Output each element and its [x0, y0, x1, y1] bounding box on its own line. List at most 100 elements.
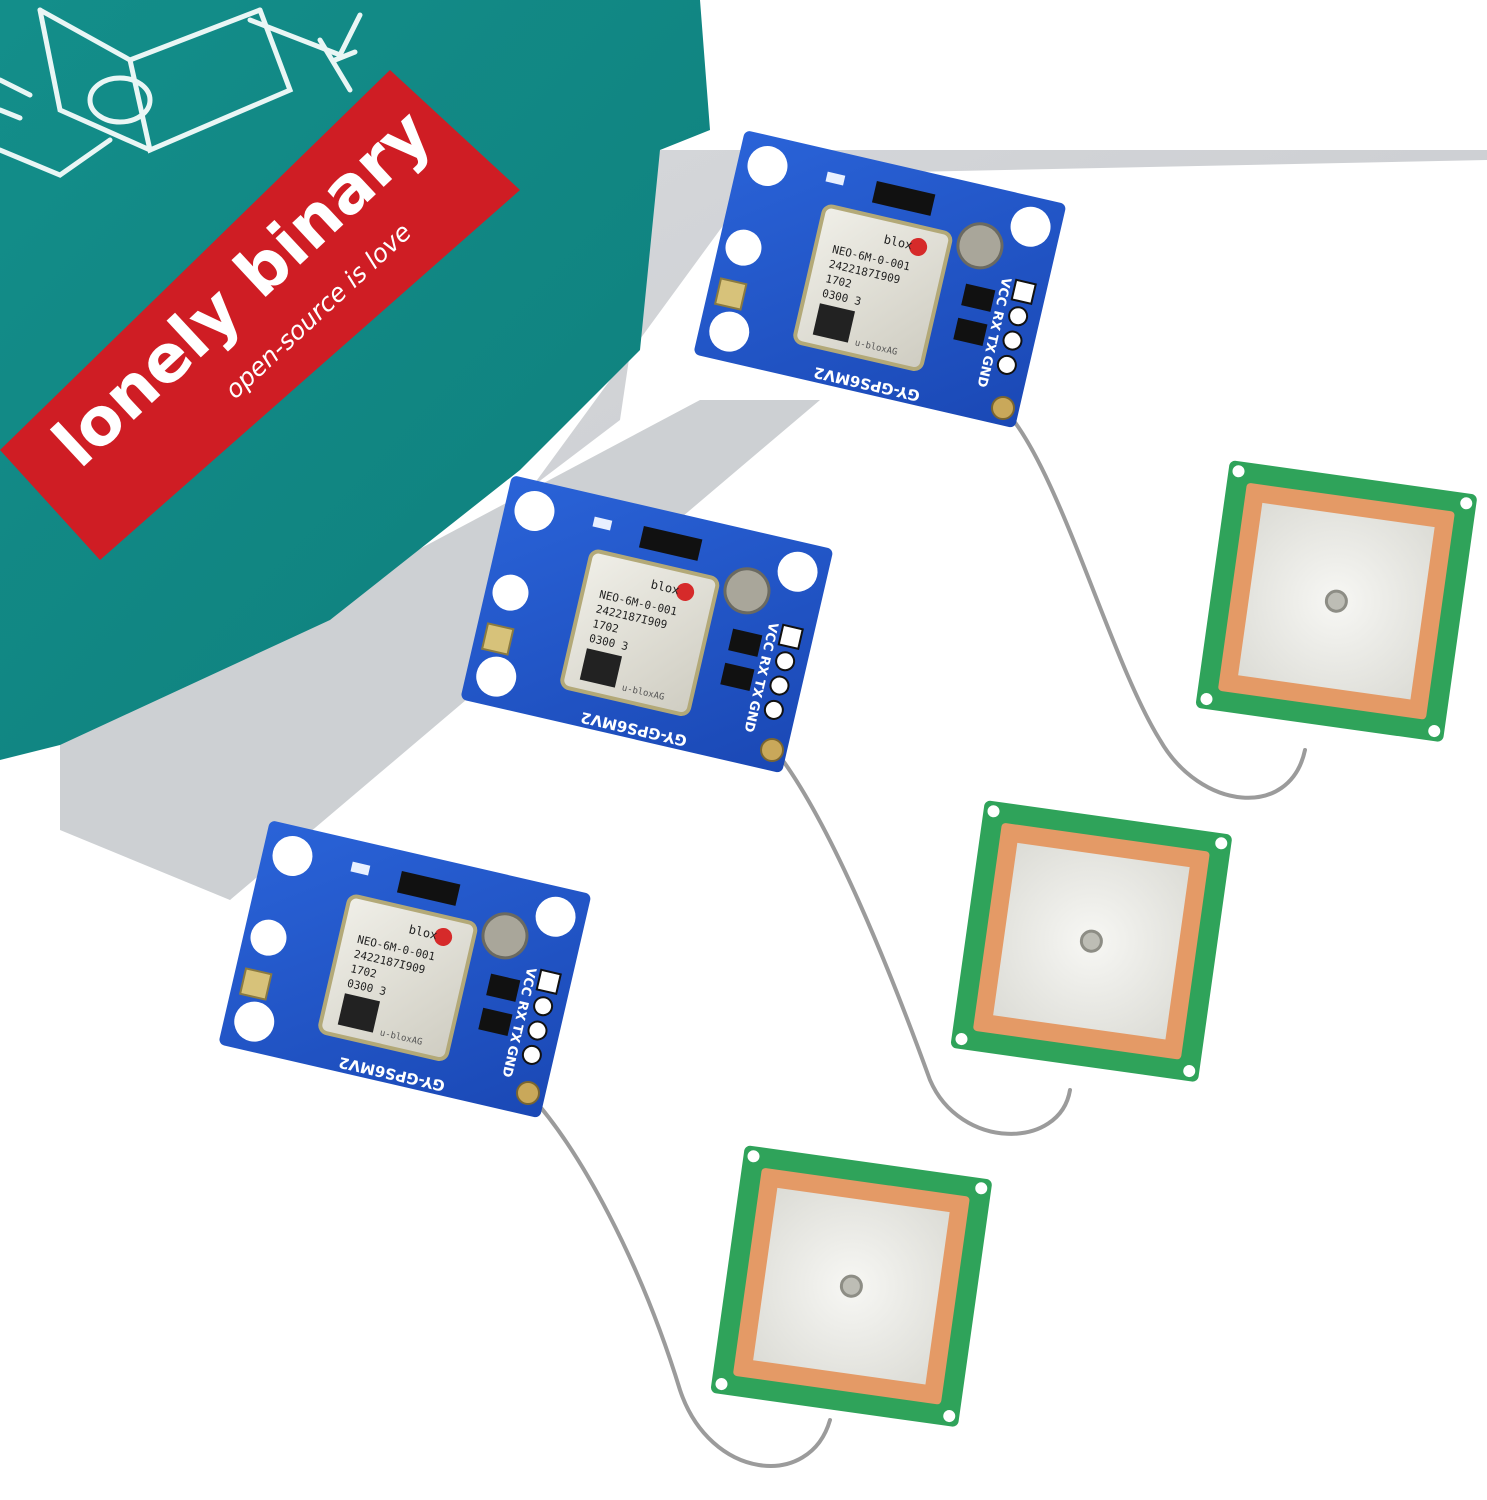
ublox-logo-icon	[434, 927, 453, 946]
cable-3	[528, 1093, 832, 1468]
backup-battery	[481, 912, 529, 960]
gps-chip: blox NEO-6M-0-001 2422187I909 1702 0300 …	[560, 549, 720, 717]
mount-hole	[492, 574, 529, 611]
pin-label-rx: RX	[512, 999, 531, 1022]
antenna-cables	[528, 408, 1307, 1468]
corner-hole	[715, 1378, 728, 1391]
pin	[533, 996, 554, 1017]
qr-code	[579, 648, 623, 688]
antenna-feed-point	[1079, 929, 1103, 953]
ublox-logo-icon	[909, 237, 928, 256]
corner-hole	[987, 805, 1000, 818]
pin-label-tx: TX	[748, 677, 767, 699]
capacitor	[961, 283, 996, 312]
ublox-logo-icon	[676, 582, 695, 601]
pin-labels: VCC RX TX GND	[740, 621, 780, 734]
pin-label-rx: RX	[987, 309, 1006, 332]
mount-hole	[747, 145, 788, 186]
mount-hole	[777, 551, 818, 592]
chip-maker: blox	[407, 922, 438, 942]
antenna-feed-point	[1324, 589, 1348, 613]
pin	[1002, 330, 1023, 351]
mount-hole	[725, 229, 762, 266]
corner-hole	[943, 1410, 956, 1423]
box-teal-top	[0, 0, 710, 760]
pin-label-gnd: GND	[973, 354, 995, 389]
cable-connector	[516, 1081, 540, 1105]
pin	[1010, 278, 1037, 306]
patch-antenna-3	[710, 1145, 992, 1427]
mount-hole	[272, 835, 313, 876]
cable-connector	[991, 396, 1015, 420]
mount-hole	[1010, 206, 1051, 247]
regulator-chip	[638, 525, 703, 561]
pin	[777, 623, 804, 651]
chip-line2: 1702	[349, 962, 378, 981]
corner-hole	[955, 1033, 968, 1046]
pin-labels: VCC RX TX GND	[498, 966, 538, 1079]
cable-2	[773, 748, 1072, 1136]
corner-hole	[747, 1150, 760, 1163]
corner-hole	[1428, 725, 1441, 738]
chip-line2: 1702	[824, 272, 853, 291]
patch-antenna-1	[1195, 460, 1477, 742]
pin-label-vcc: VCC	[517, 966, 538, 998]
brand-label: lonely binary open-source is love	[0, 70, 520, 560]
qr-code	[337, 993, 381, 1033]
corner-hole	[1232, 465, 1245, 478]
pin	[535, 968, 562, 996]
pin-labels: VCC RX TX GND	[973, 276, 1013, 389]
pin	[996, 354, 1017, 375]
qr-code	[812, 303, 856, 343]
corner-hole	[1183, 1065, 1196, 1078]
pin	[521, 1044, 542, 1065]
cable-connector	[760, 738, 784, 762]
corner-hole	[1460, 497, 1473, 510]
antenna-feed-point	[839, 1274, 863, 1298]
gps-module-1: blox NEO-6M-0-001 2422187I909 1702 0300 …	[694, 131, 1066, 428]
corner-hole	[1200, 693, 1213, 706]
pin-header	[996, 278, 1037, 375]
regulator-chip	[396, 870, 461, 906]
led	[592, 516, 613, 531]
mount-hole	[709, 311, 750, 352]
ufl-connector	[480, 622, 515, 656]
pin-header	[763, 623, 804, 720]
pin-label-rx: RX	[754, 654, 773, 677]
pin-label-gnd: GND	[498, 1044, 520, 1079]
pin-label-vcc: VCC	[992, 276, 1013, 308]
brand-label-bg	[0, 70, 520, 560]
pin-header	[521, 968, 562, 1065]
mount-hole	[234, 1001, 275, 1042]
pin-label-tx: TX	[506, 1022, 525, 1044]
pin-label-vcc: VCC	[759, 621, 780, 653]
chip-maker: blox	[649, 577, 680, 597]
mount-hole	[514, 490, 555, 531]
pin	[769, 675, 790, 696]
chip-maker: blox	[882, 232, 913, 252]
mount-hole	[476, 656, 517, 697]
corner-hole	[975, 1182, 988, 1195]
chip-line2: 1702	[591, 617, 620, 636]
gps-module-3: blox NEO-6M-0-001 2422187I909 1702 0300 …	[219, 821, 591, 1118]
pin	[527, 1020, 548, 1041]
gps-chip: blox NEO-6M-0-001 2422187I909 1702 0300 …	[318, 894, 478, 1062]
pin	[1008, 306, 1029, 327]
product-box: lonely binary open-source is love	[0, 0, 1487, 900]
led	[350, 861, 371, 876]
box-sketch-drawing	[0, 7, 363, 178]
capacitor	[486, 973, 521, 1002]
gps-chip: blox NEO-6M-0-001 2422187I909 1702 0300 …	[793, 204, 953, 372]
capacitor	[728, 628, 763, 657]
pin	[775, 651, 796, 672]
backup-battery	[723, 567, 771, 615]
patch-antenna-2	[950, 800, 1232, 1082]
mount-hole	[535, 896, 576, 937]
capacitor	[953, 317, 988, 346]
corner-hole	[1215, 837, 1228, 850]
pin-label-gnd: GND	[740, 699, 762, 734]
mount-hole	[250, 919, 287, 956]
ufl-connector	[238, 967, 273, 1001]
capacitor	[720, 662, 755, 691]
